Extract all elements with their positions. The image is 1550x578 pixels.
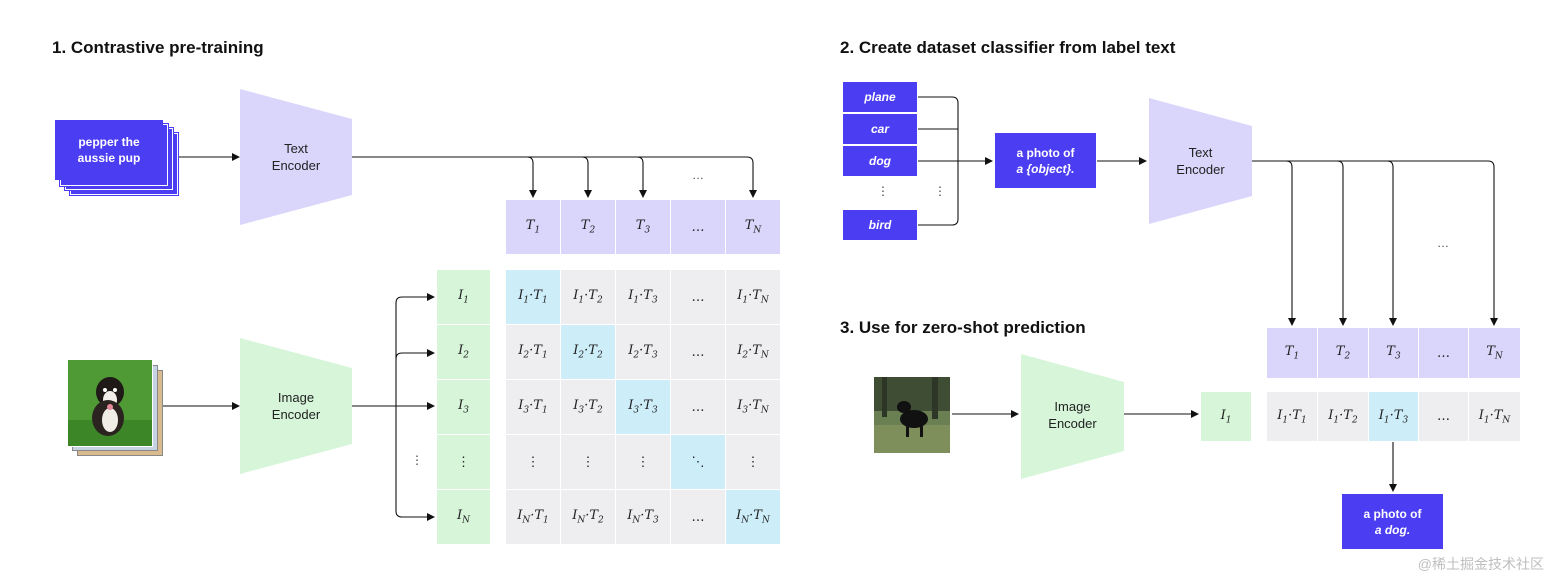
t2-cell-2: T2 (1318, 328, 1368, 378)
matrix-cell: … (671, 380, 725, 434)
pred-cell: I1·TN (1469, 392, 1520, 441)
matrix-cell: I3·T3 (616, 380, 670, 434)
image-encoder-2-shape (1021, 354, 1124, 479)
title-dataset-classifier: 2. Create dataset classifier from label … (840, 38, 1176, 57)
image-encoder-shape (240, 338, 352, 474)
t2-cell-N: TN (1469, 328, 1520, 378)
class-label-plane: plane (843, 82, 917, 112)
text-encoder-label: Text Encoder (271, 141, 321, 173)
matrix-cell: … (671, 490, 725, 544)
dog-photo (67, 359, 153, 447)
t2-cell-3: T3 (1369, 328, 1418, 378)
prompt-template-box: a photo of a {object}. (995, 133, 1096, 188)
pred-cell-highlight: I1·T3 (1369, 392, 1418, 441)
matrix-cell: I1·T2 (561, 270, 615, 324)
i-cell-1: I1 (437, 270, 490, 324)
pred-cell: … (1419, 392, 1468, 441)
matrix-cell: IN·T2 (561, 490, 615, 544)
text-encoder-shape (240, 89, 352, 225)
image-encoder-label: Image Encoder (271, 390, 321, 422)
class-label-bird: bird (843, 210, 917, 240)
matrix-cell: I3·T2 (561, 380, 615, 434)
T2-arrows-ellipsis: … (1437, 236, 1449, 250)
zero-shot-photo (874, 377, 950, 453)
t-cell-3: T3 (616, 200, 670, 254)
puppy-image-icon (68, 360, 152, 446)
prediction-box: a photo of a dog. (1342, 494, 1443, 549)
matrix-cell: ⋮ (616, 435, 670, 489)
matrix-cell: IN·T1 (506, 490, 560, 544)
matrix-cell: ⋮ (561, 435, 615, 489)
matrix-cell: I2·T2 (561, 325, 615, 379)
dog-in-field-image-icon (874, 377, 950, 453)
arrow-text2-to-T (1252, 160, 1498, 326)
prediction-line1: a photo of (1363, 506, 1422, 521)
t2-cell-ellipsis: … (1419, 328, 1468, 378)
i-cell-2: I2 (437, 325, 490, 379)
matrix-cell: I1·T3 (616, 270, 670, 324)
matrix-cell: I2·T1 (506, 325, 560, 379)
class-labels-vdots: ⋮ (877, 184, 889, 198)
i-cell-3: I3 (437, 380, 490, 434)
t-cell-ellipsis: … (671, 200, 725, 254)
watermark: @稀土掘金技术社区 (1417, 556, 1544, 572)
class-label-dog: dog (843, 146, 917, 176)
prompt-line2: a {object}. (1016, 161, 1075, 176)
class-label-car: car (843, 114, 917, 144)
arrow-text-to-T (352, 156, 757, 198)
matrix-cell: I1·T1 (506, 270, 560, 324)
pred-cell: I1·T1 (1267, 392, 1317, 441)
T-arrows-ellipsis: … (692, 168, 704, 182)
matrix-cell: I2·T3 (616, 325, 670, 379)
image-encoder-2-label: Image Encoder (1048, 399, 1097, 431)
I-arrows-vdots: ⋮ (411, 453, 423, 467)
matrix-cell: I3·TN (726, 380, 780, 434)
matrix-cell: … (671, 325, 725, 379)
matrix-cell: I2·TN (726, 325, 780, 379)
text-encoder-2-label: Text Encoder (1176, 145, 1225, 177)
title-contrastive-pretraining: 1. Contrastive pre-training (52, 38, 264, 57)
matrix-cell: ⋱ (671, 435, 725, 489)
t-cell-2: T2 (561, 200, 615, 254)
class-arrows-vdots: ⋮ (934, 184, 946, 198)
i2-cell-1: I1 (1201, 392, 1251, 441)
t2-cell-1: T1 (1267, 328, 1317, 378)
matrix-cell: I3·T1 (506, 380, 560, 434)
title-zero-shot-prediction: 3. Use for zero-shot prediction (840, 318, 1086, 337)
t-cell-N: TN (726, 200, 780, 254)
matrix-cell: ⋮ (506, 435, 560, 489)
caption-text-box: pepper the aussie pup (55, 120, 163, 180)
t-cell-1: T1 (506, 200, 560, 254)
text-encoder-2-shape (1149, 98, 1252, 224)
matrix-cell: … (671, 270, 725, 324)
pred-cell: I1·T2 (1318, 392, 1368, 441)
prediction-line2: a dog. (1374, 522, 1411, 537)
matrix-cell: ⋮ (726, 435, 780, 489)
prompt-line1: a photo of (1016, 145, 1075, 160)
i-cell-vdots: ⋮ (437, 435, 490, 489)
matrix-cell: IN·T3 (616, 490, 670, 544)
matrix-cell: I1·TN (726, 270, 780, 324)
matrix-cell: IN·TN (726, 490, 780, 544)
i-cell-N: IN (437, 490, 490, 544)
